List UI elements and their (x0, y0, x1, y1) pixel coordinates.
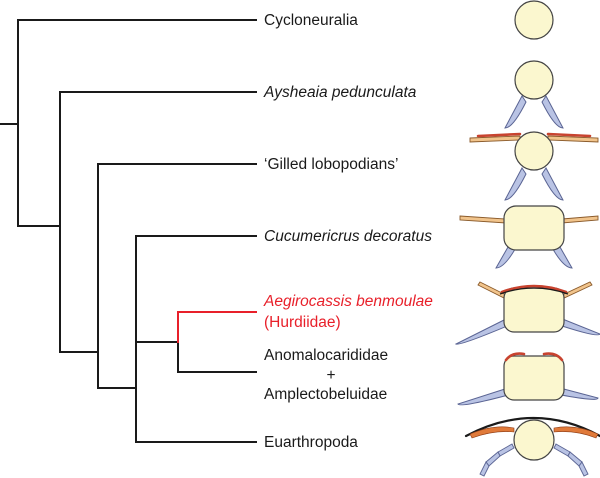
taxon-labels: Cycloneuralia Aysheaia pedunculata ‘Gill… (263, 12, 433, 451)
euarthropod-leg-right (553, 443, 589, 477)
label-cucumericrus: Cucumericrus decoratus (264, 228, 432, 245)
label-euarthropoda: Euarthropoda (264, 434, 358, 451)
euarthropod-leg-left (479, 443, 515, 477)
label-gilled-lobopodians: ‘Gilled lobopodians’ (264, 156, 398, 173)
label-hurdiidae: (Hurdiidae) (264, 314, 341, 331)
aegirocassis-body-icon (454, 281, 600, 345)
anomalocaridid-body-icon (457, 352, 599, 406)
euarthropod-body-icon (464, 417, 600, 477)
cucumericrus-body-icon (459, 205, 599, 269)
label-aegirocassis: Aegirocassis benmoulae (263, 293, 433, 310)
label-cycloneuralia: Cycloneuralia (264, 12, 358, 29)
label-amplectobeluidae: Amplectobeluidae (264, 386, 387, 403)
gilled-lobopodian-body-icon (469, 131, 599, 201)
cladogram (0, 19, 257, 443)
cycloneuralia-body-icon (514, 0, 554, 40)
aysheaia-body-icon (504, 60, 564, 129)
label-aysheaia: Aysheaia pedunculata (263, 84, 417, 101)
label-plus: + (326, 367, 335, 384)
label-anomalocarididae: Anomalocarididae (264, 347, 388, 364)
